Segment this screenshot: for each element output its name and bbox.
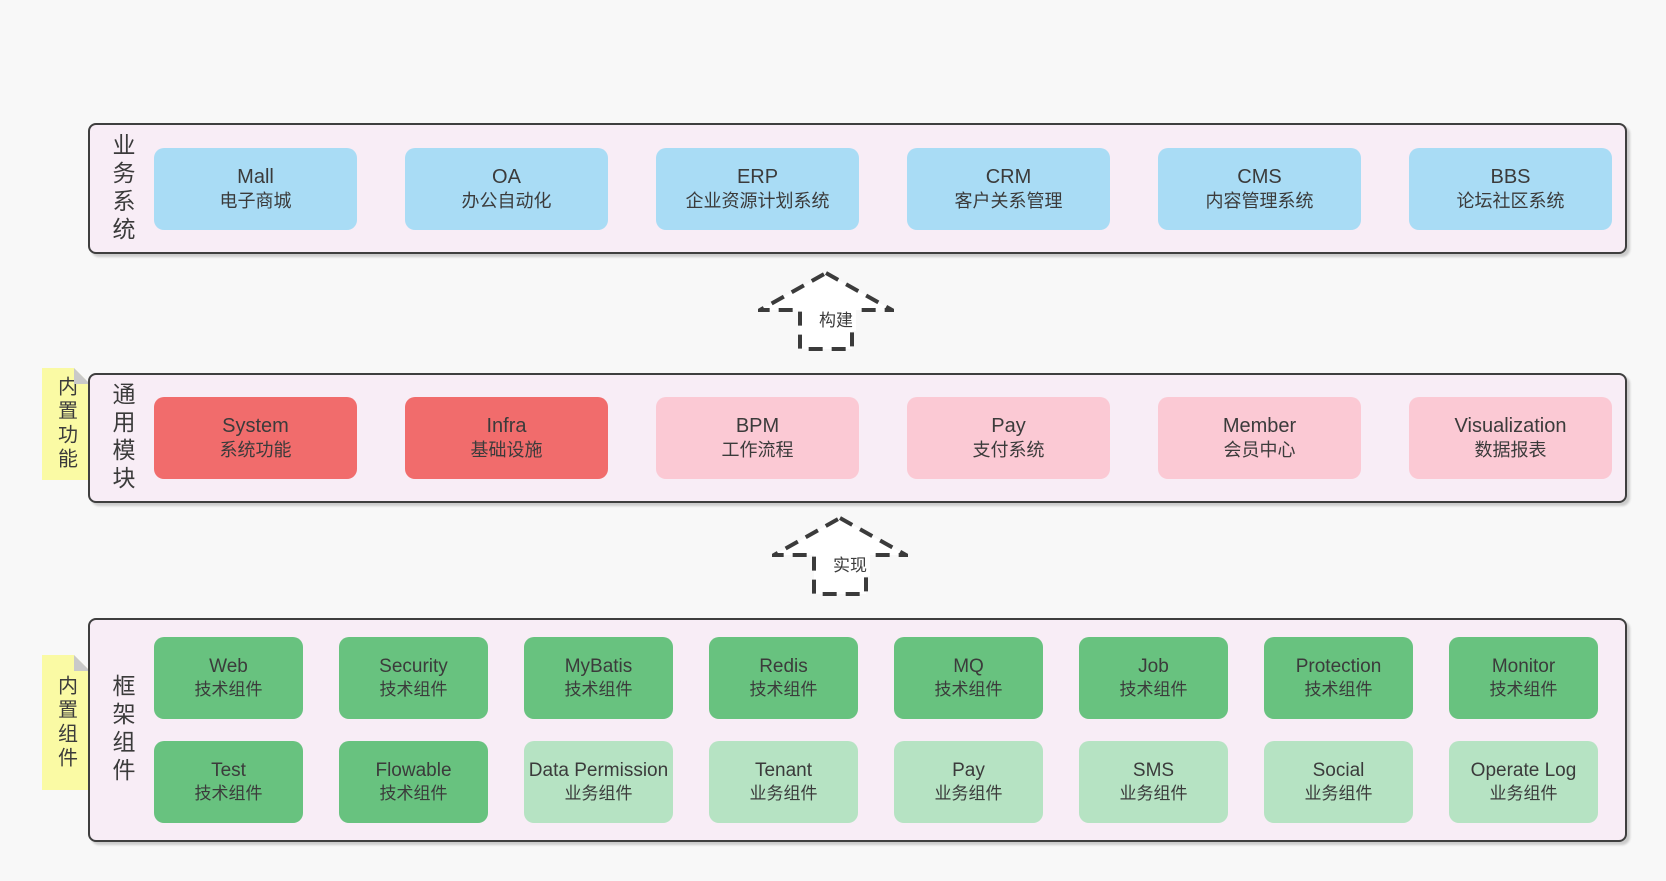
box-redis: Redis 技术组件	[709, 637, 858, 719]
layer-content: System 系统功能 Infra 基础设施 BPM 工作流程 Pay 支付系统…	[154, 375, 1625, 501]
box-erp: ERP 企业资源计划系统	[656, 147, 859, 230]
layer-content: Web 技术组件 Security 技术组件 MyBatis 技术组件 Redi…	[154, 620, 1625, 840]
sticky-note-builtin-features: 内置功能	[42, 368, 90, 480]
box-monitor: Monitor 技术组件	[1449, 637, 1598, 719]
box-mall: Mall 电子商城	[154, 147, 357, 230]
box-sms: SMS 业务组件	[1079, 741, 1228, 823]
box-test: Test 技术组件	[154, 741, 303, 823]
box-data-permission: Data Permission 业务组件	[524, 741, 673, 823]
layer-common-modules: 通用模块 System 系统功能 Infra 基础设施 BPM 工作流程 Pay…	[88, 373, 1627, 503]
arrow-implement: 实现	[772, 515, 908, 597]
box-visualization: Visualization 数据报表	[1409, 397, 1612, 479]
box-crm: CRM 客户关系管理	[907, 147, 1110, 230]
box-oa: OA 办公自动化	[405, 147, 608, 230]
sticky-note-label: 内置功能	[42, 368, 90, 480]
box-member: Member 会员中心	[1158, 397, 1361, 479]
box-social: Social 业务组件	[1264, 741, 1413, 823]
layer-content: Mall 电子商城 OA 办公自动化 ERP 企业资源计划系统 CRM 客户关系…	[154, 125, 1625, 252]
box-protection: Protection 技术组件	[1264, 637, 1413, 719]
box-system: System 系统功能	[154, 397, 357, 479]
box-security: Security 技术组件	[339, 637, 488, 719]
layer-label: 业务系统	[109, 132, 135, 245]
box-pay-module: Pay 支付系统	[907, 397, 1110, 479]
box-tenant: Tenant 业务组件	[709, 741, 858, 823]
box-flowable: Flowable 技术组件	[339, 741, 488, 823]
box-bbs: BBS 论坛社区系统	[1409, 147, 1612, 230]
arrow-build-label: 构建	[816, 306, 856, 331]
box-cms: CMS 内容管理系统	[1158, 147, 1361, 230]
arrow-build: 构建	[758, 270, 894, 352]
box-web: Web 技术组件	[154, 637, 303, 719]
layer-label: 通用模块	[109, 382, 135, 494]
box-operate-log: Operate Log 业务组件	[1449, 741, 1598, 823]
box-infra: Infra 基础设施	[405, 397, 608, 479]
layer-framework-components: 框架组件 Web 技术组件 Security 技术组件 MyBatis 技术组件…	[88, 618, 1627, 842]
box-mybatis: MyBatis 技术组件	[524, 637, 673, 719]
layer-label: 框架组件	[109, 674, 135, 786]
box-pay-component: Pay 业务组件	[894, 741, 1043, 823]
layer-business-systems: 业务系统 Mall 电子商城 OA 办公自动化 ERP 企业资源计划系统 CRM…	[88, 123, 1627, 254]
box-mq: MQ 技术组件	[894, 637, 1043, 719]
sticky-note-builtin-components: 内置组件	[42, 655, 90, 790]
box-bpm: BPM 工作流程	[656, 397, 859, 479]
sticky-note-label: 内置组件	[42, 655, 90, 790]
arrow-implement-label: 实现	[830, 551, 870, 576]
box-job: Job 技术组件	[1079, 637, 1228, 719]
